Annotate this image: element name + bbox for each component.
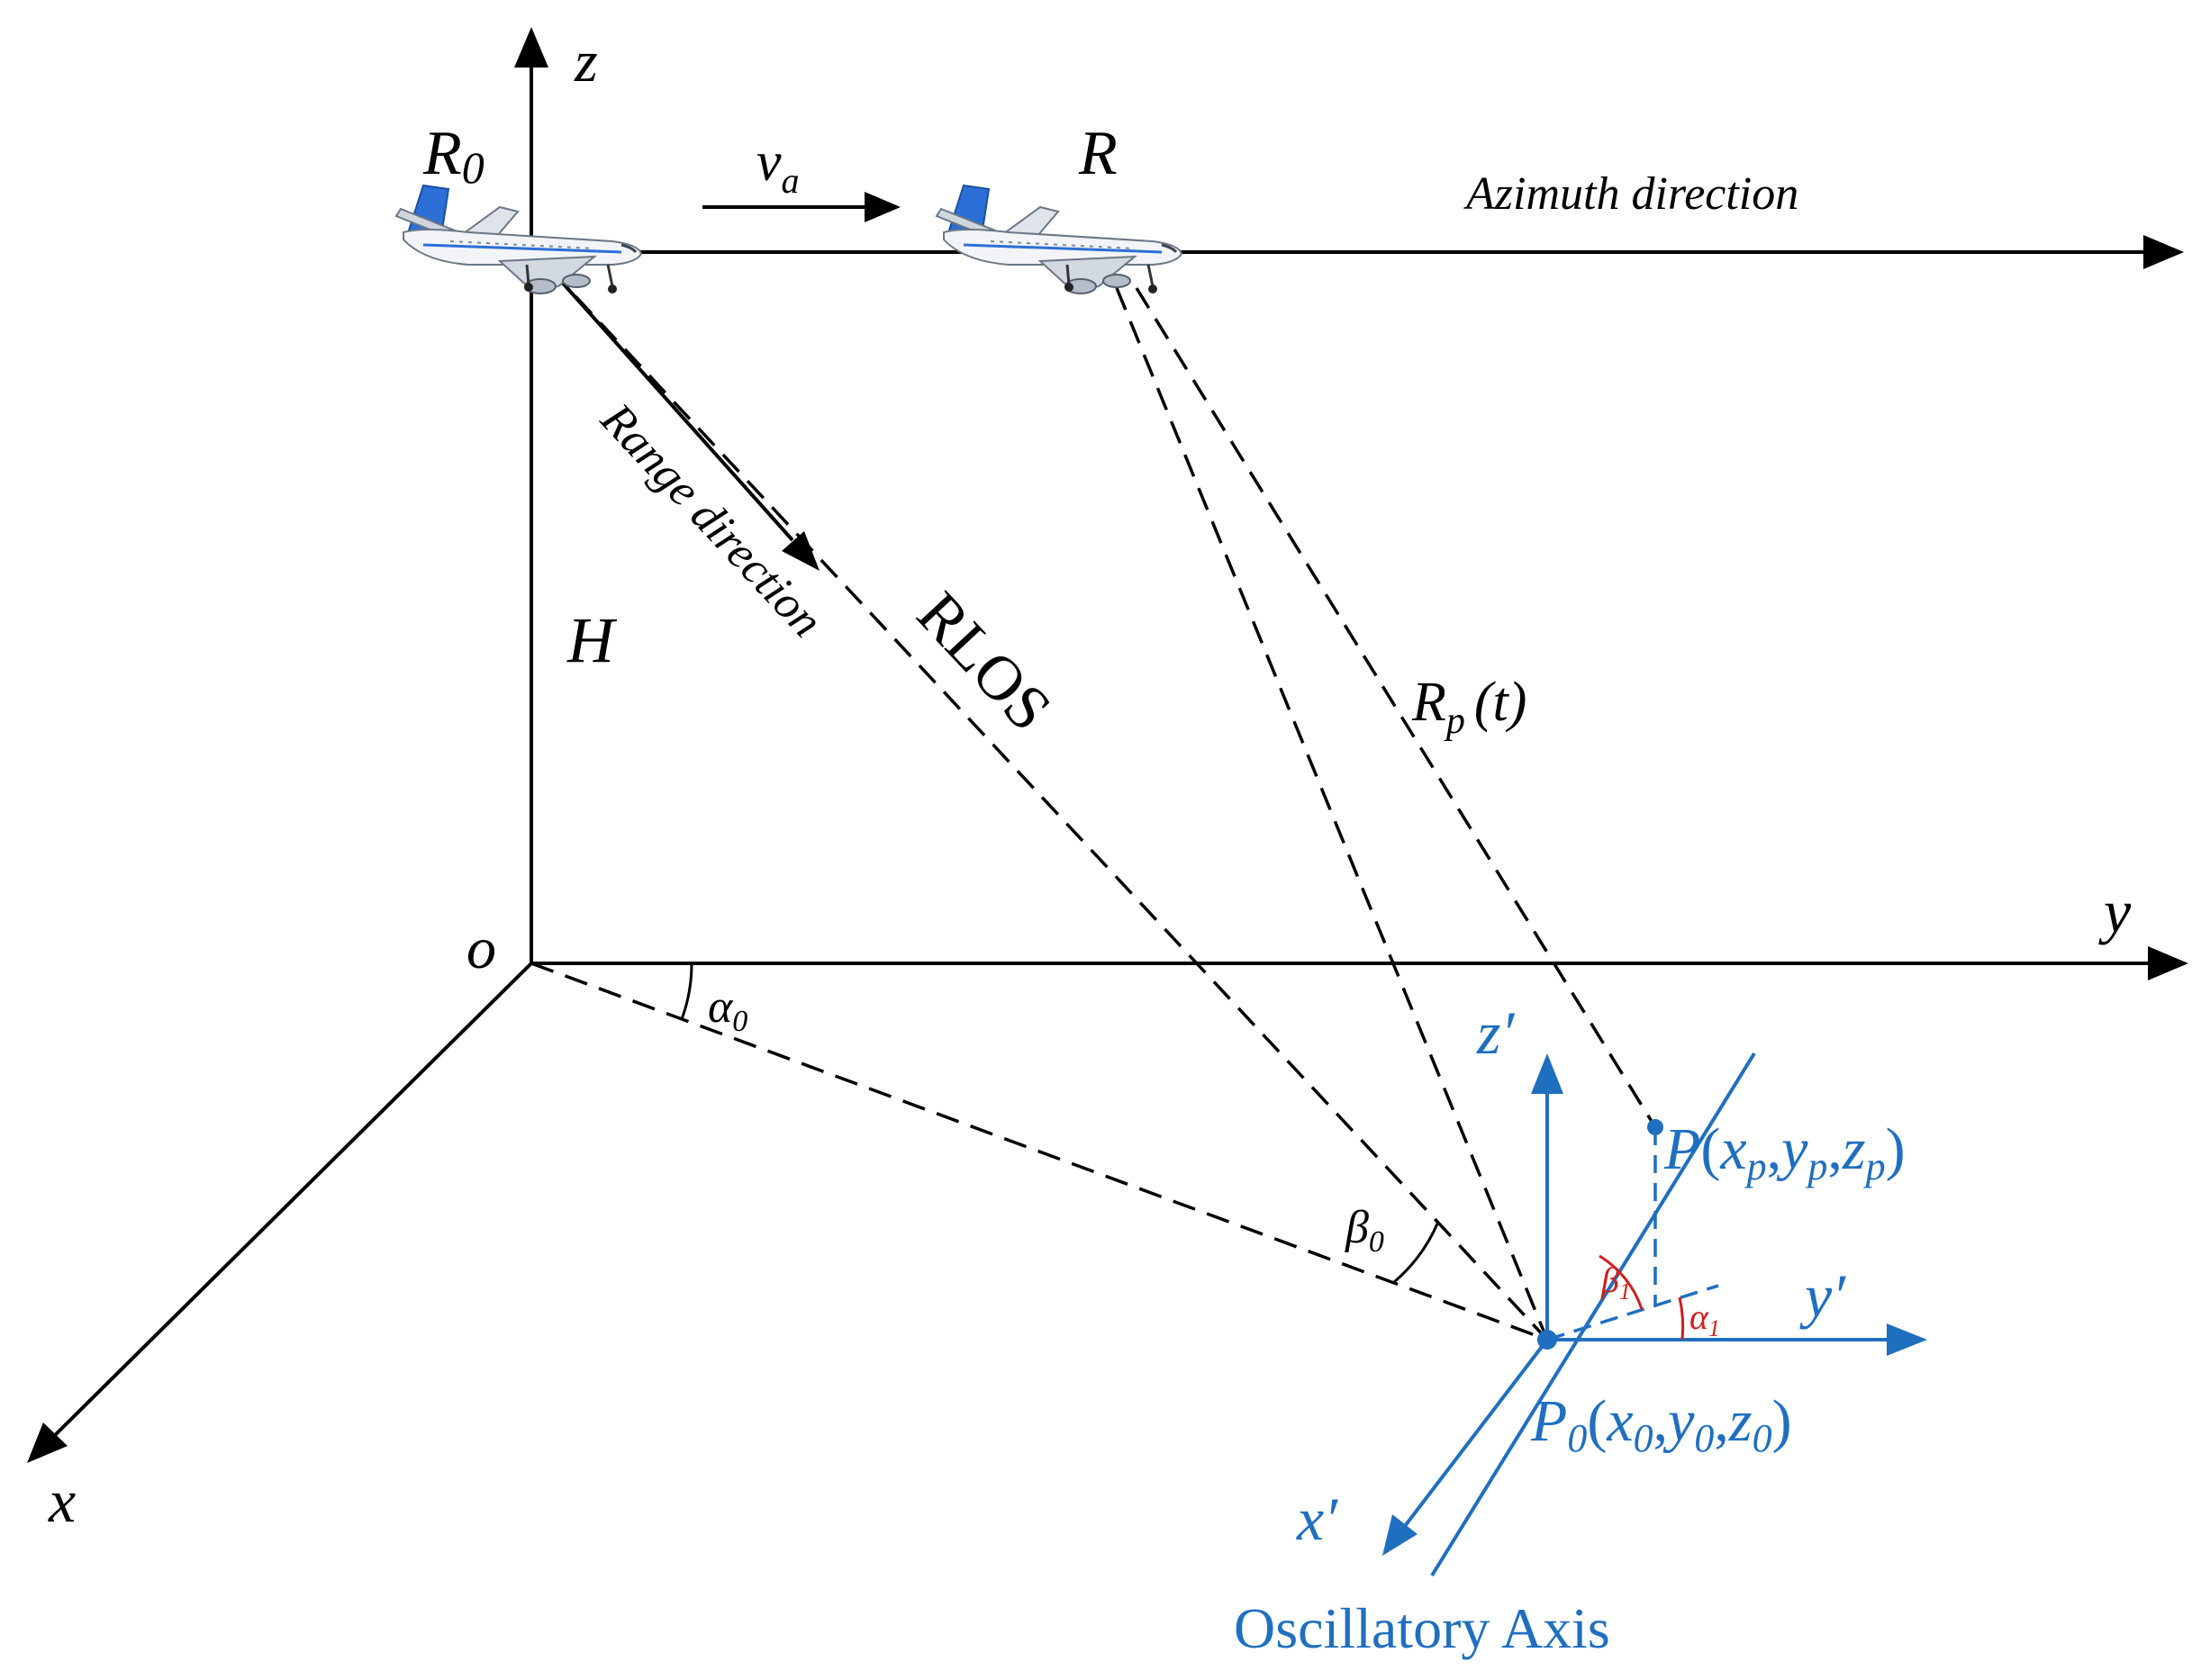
main-axes [27, 27, 2188, 1463]
r-to-p0-line [1115, 287, 1549, 1341]
x-axis-arrowhead [27, 1423, 68, 1463]
beta0-label: β0 [1345, 1202, 1384, 1259]
point-p0 [1537, 1330, 1557, 1350]
velocity-label: va [756, 131, 800, 201]
y-prime-arrowhead [1887, 1323, 1927, 1356]
beta1-label: β1 [1600, 1260, 1631, 1305]
alpha1-arc [1678, 1296, 1685, 1341]
r-label: R [1078, 119, 1118, 188]
azimuth-label: Azimuth direction [1463, 168, 1798, 220]
r0-label: R0 [422, 119, 485, 193]
point-p-label: P(xp,yp,zp) [1663, 1116, 1906, 1188]
rp-label: Rp(t) [1411, 672, 1526, 742]
point-p [1647, 1119, 1663, 1135]
ground-projection-line [530, 962, 1548, 1341]
y-prime-label: y′ [1799, 1261, 1846, 1330]
p-horizontal-projection [1546, 1284, 1719, 1341]
local-frame [1382, 1052, 1927, 1577]
airplane-icon [394, 184, 643, 294]
local-frame-dashed [1546, 1127, 1719, 1341]
black-angle-arcs [680, 962, 1440, 1284]
height-label: H [566, 604, 618, 676]
beta1-arc [1599, 1254, 1644, 1310]
red-angle-arcs [1599, 1254, 1685, 1341]
beta0-arc [1393, 1221, 1440, 1284]
z-prime-label: z′ [1476, 998, 1515, 1067]
velocity-arrow [702, 192, 901, 222]
airplane-icon [935, 184, 1183, 295]
blue-labels: z′ y′ x′ P(xp,yp,zp) P0(x0,y0,z0) Oscill… [1234, 998, 1906, 1660]
y-axis-arrowhead [2148, 946, 2188, 980]
alpha1-label: α1 [1689, 1296, 1720, 1341]
rp-line [1135, 287, 1657, 1128]
x-axis-line [48, 962, 533, 1442]
y-axis-label: y [2098, 877, 2132, 945]
z-axis-label: z [574, 29, 598, 95]
range-direction-label: Range direction [591, 393, 833, 647]
oscillatory-axis-line [1430, 1052, 1756, 1577]
red-angle-labels: β1 α1 [1600, 1260, 1720, 1341]
x-prime-arrowhead [1382, 1514, 1418, 1556]
z-axis-arrowhead [514, 27, 548, 68]
point-p0-label: P0(x0,y0,z0) [1530, 1388, 1792, 1460]
dashed-lines [530, 268, 1657, 1341]
rlos-label: RLOS [903, 579, 1064, 744]
z-prime-arrowhead [1531, 1053, 1563, 1094]
alpha0-label: α0 [708, 981, 747, 1038]
points [1537, 1119, 1663, 1350]
x-prime-axis [1403, 1338, 1549, 1528]
oscillatory-axis-label: Oscillatory Axis [1234, 1596, 1610, 1660]
rlos-line [549, 268, 1549, 1341]
range-direction-arrow [549, 268, 820, 571]
x-axis-label: x [48, 1467, 76, 1535]
alpha0-arc [680, 962, 693, 1020]
origin-label: o [466, 916, 496, 981]
azimuth-arrowhead [2143, 235, 2184, 269]
x-prime-label: x′ [1296, 1485, 1338, 1553]
